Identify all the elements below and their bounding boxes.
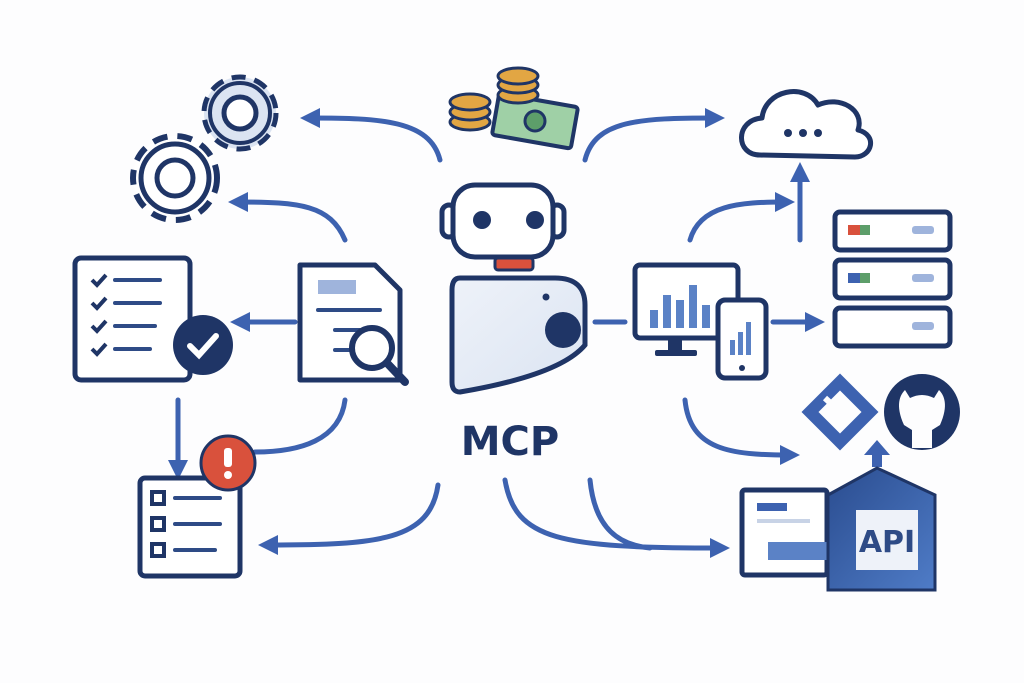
arrow-to-api-1 bbox=[502, 477, 730, 558]
robot-icon bbox=[439, 182, 588, 395]
check-circle-icon bbox=[173, 315, 233, 375]
server-stack-icon bbox=[832, 209, 953, 349]
alert-list-icon bbox=[137, 434, 257, 579]
arrow-to-cloud bbox=[582, 108, 725, 163]
mcp-title: MCP bbox=[461, 419, 559, 465]
github-logo-icon bbox=[884, 374, 960, 450]
arrow-to-cloud-up bbox=[687, 192, 795, 243]
connection-arrows bbox=[168, 108, 825, 558]
arrow-from-doc-to-alert bbox=[252, 397, 348, 455]
api-icon: API bbox=[739, 440, 937, 592]
phone-chart-icon bbox=[715, 297, 769, 381]
jira-logo-icon bbox=[801, 373, 879, 451]
arrow-to-api-2 bbox=[587, 477, 653, 551]
gear-icon bbox=[130, 133, 220, 223]
money-icon bbox=[448, 66, 580, 151]
arrow-to-jira bbox=[682, 397, 800, 465]
api-label: API bbox=[859, 525, 915, 560]
arrow-to-gear-bottom bbox=[228, 192, 348, 243]
document-search-icon bbox=[297, 262, 409, 386]
arrow-to-alert-list bbox=[258, 482, 441, 555]
gear-icon bbox=[201, 74, 279, 152]
cloud-icon bbox=[739, 89, 873, 160]
checklist-document-icon bbox=[72, 255, 233, 383]
arrow-to-gear-top bbox=[300, 108, 443, 163]
